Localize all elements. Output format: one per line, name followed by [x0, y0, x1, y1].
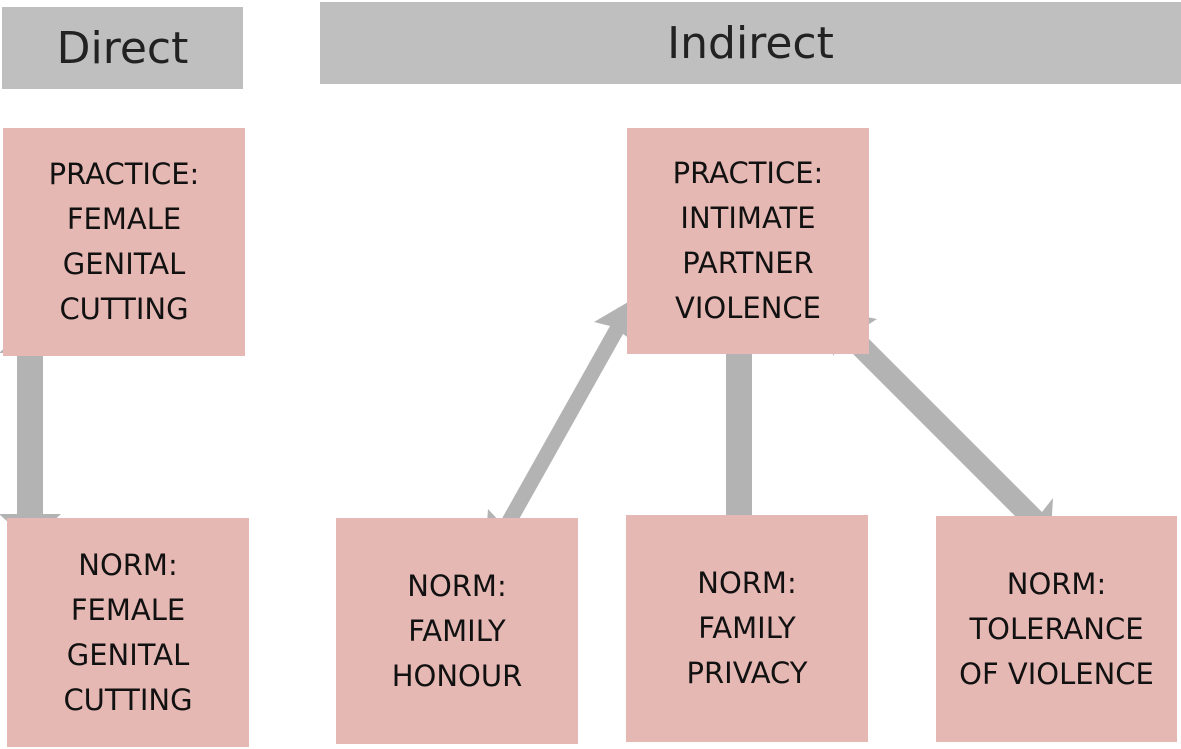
direct-norm-line2: FEMALE: [70, 592, 186, 627]
direct-norm-line1: NORM:: [78, 547, 178, 582]
direct-header-label: Direct: [56, 22, 189, 74]
indirect-header: Indirect: [320, 2, 1181, 84]
norm-tolerance-line1: NORM:: [1006, 566, 1107, 601]
indirect-practice-line1: PRACTICE:: [672, 156, 824, 190]
norm-privacy-line3: PRIVACY: [686, 656, 808, 690]
norm-honour-line1: NORM:: [407, 568, 507, 603]
indirect-practice-box: PRACTICE: INTIMATE PARTNER VIOLENCE: [627, 128, 869, 354]
direct-practice-box: PRACTICE: FEMALE GENITAL CUTTING: [3, 128, 245, 356]
direct-practice-line2: FEMALE: [66, 202, 182, 236]
direct-practice-line1: PRACTICE:: [48, 157, 200, 191]
norm-honour-line3: HONOUR: [391, 658, 523, 693]
norm-family-privacy-box: NORM: FAMILY PRIVACY: [626, 515, 868, 742]
indirect-practice-line3: PARTNER: [682, 246, 814, 280]
indirect-practice-line2: INTIMATE: [680, 201, 816, 235]
honour-double-arrow: [485, 295, 640, 552]
direct-norm-box: NORM: FEMALE GENITAL CUTTING: [7, 518, 249, 747]
direct-norm-line4: CUTTING: [63, 682, 193, 717]
direct-norm-line3: GENITAL: [66, 637, 190, 672]
privacy-double-arrow: [708, 324, 770, 550]
direct-header: Direct: [2, 7, 243, 89]
norm-tolerance-line3: OF VIOLENCE: [959, 656, 1154, 691]
norm-honour-line2: FAMILY: [408, 613, 506, 648]
norm-tolerance-line2: TOLERANCE: [969, 611, 1144, 646]
direct-practice-line3: GENITAL: [62, 247, 186, 281]
direct-practice-line4: CUTTING: [59, 292, 189, 326]
norm-family-honour-box: NORM: FAMILY HONOUR: [336, 518, 578, 744]
tolerance-double-arrow: [830, 310, 1053, 548]
norm-privacy-line2: FAMILY: [698, 611, 796, 645]
indirect-practice-line4: VIOLENCE: [675, 291, 821, 325]
norm-tolerance-of-violence-box: NORM: TOLERANCE OF VIOLENCE: [936, 516, 1177, 742]
indirect-header-label: Indirect: [667, 17, 834, 69]
norm-privacy-line1: NORM:: [697, 566, 797, 600]
direct-double-arrow: [0, 325, 61, 542]
